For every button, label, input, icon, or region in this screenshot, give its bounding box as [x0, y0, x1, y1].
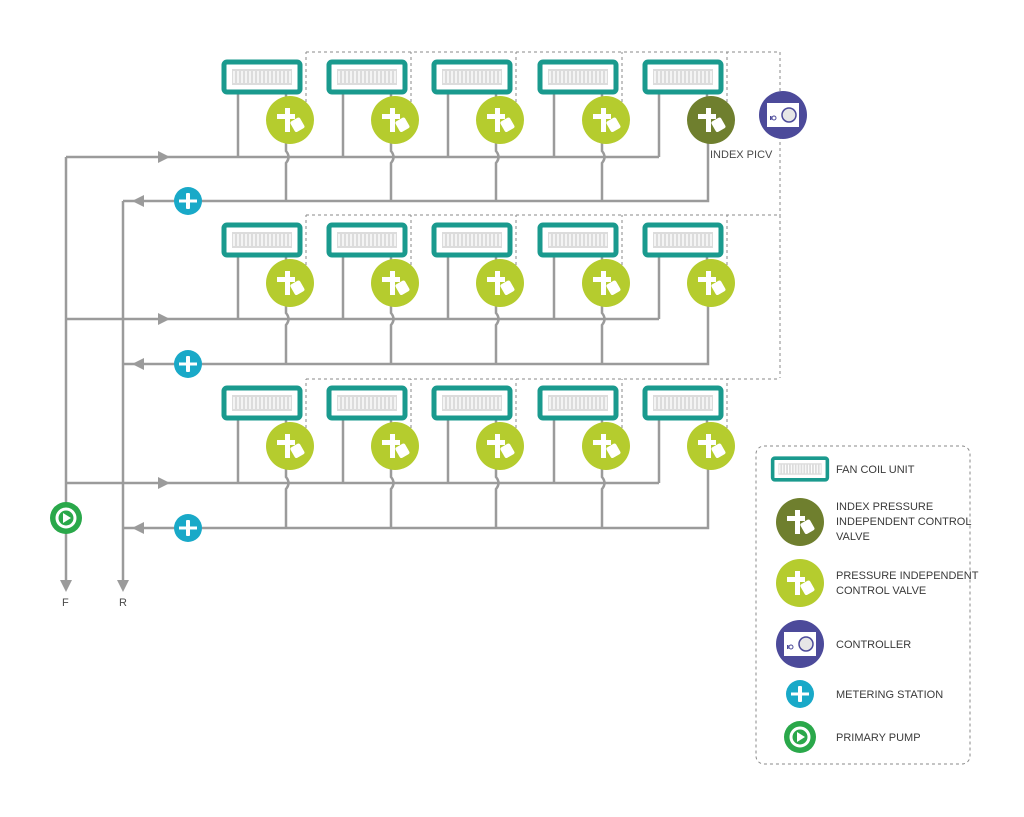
floor-3-unit-2-fan-coil-unit-icon — [329, 388, 405, 418]
floor-2-unit-1-valve-return — [284, 303, 290, 364]
floor-1-unit-3-fan-coil-unit-icon — [434, 62, 510, 92]
legend-primary-pump-label: PRIMARY PUMP — [836, 732, 921, 744]
floor-3-unit-5-picv-icon — [687, 422, 735, 470]
floor-1-unit-5-fan-coil-unit-icon — [645, 62, 721, 92]
floor-1-unit-2-picv-icon — [371, 96, 419, 144]
flow-riser-arrow — [60, 580, 72, 592]
floor-2-unit-3-valve-return — [494, 303, 500, 364]
floor-2-metering-station-icon — [174, 350, 202, 378]
controller-icon — [758, 90, 808, 140]
floor-3-unit-1-picv-icon — [266, 422, 314, 470]
legend-picv: PRESSURE INDEPENDENT CONTROL VALVE — [776, 559, 979, 607]
floor-2-unit-5-fan-coil-unit-icon — [645, 225, 721, 255]
floor-3-metering-station-icon — [174, 514, 202, 542]
floor-2-unit-3-picv-icon — [476, 259, 524, 307]
legend-metering-station: METERING STATION — [786, 680, 943, 708]
floor-3-supply-arrow — [158, 477, 170, 489]
floor-3-return-arrow — [132, 522, 144, 534]
floor-1-unit-4-fan-coil-unit-icon — [540, 62, 616, 92]
floor-3-unit-3-picv-icon — [476, 422, 524, 470]
floor-3-unit-1-fan-coil-unit-icon — [224, 388, 300, 418]
floor-1-unit-1-fan-coil-unit-icon — [224, 62, 300, 92]
floor-3-unit-3-valve-return — [494, 466, 500, 528]
floor-3-unit-4-valve-return — [600, 466, 606, 528]
legend-index-picv: INDEX PRESSURE INDEPENDENT CONTROL VALVE — [776, 498, 971, 546]
floor-3-unit-4-picv-icon — [582, 422, 630, 470]
floor-2-unit-4-valve-return — [600, 303, 606, 364]
legend-fan-coil-unit-label: FAN COIL UNIT — [836, 464, 915, 476]
legend-index-picv-line2: INDEPENDENT CONTROL — [836, 516, 971, 528]
legend-index-picv-line3: VALVE — [836, 531, 870, 543]
floor-1-unit-4-valve-return — [600, 140, 606, 201]
legend-metering-station-label: METERING STATION — [836, 689, 943, 701]
floor-1-metering-station-icon — [174, 187, 202, 215]
floor-1-supply-arrow — [158, 151, 170, 163]
floor-1-return-header — [123, 120, 710, 203]
floor-1-signal-bus — [306, 51, 781, 215]
floor-1-unit-4-picv-icon — [582, 96, 630, 144]
floor-2-unit-4-fan-coil-unit-icon — [540, 225, 616, 255]
legend-fan-coil-unit: FAN COIL UNIT — [770, 456, 915, 482]
legend-controller-label: CONTROLLER — [836, 639, 911, 651]
legend-primary-pump: PRIMARY PUMP — [782, 719, 921, 755]
flow-arrows — [60, 151, 170, 592]
floor-2-return-arrow — [132, 358, 144, 370]
legend: FAN COIL UNIT INDEX PRESSURE INDEPENDENT… — [755, 445, 979, 765]
legend-index-picv-line1: INDEX PRESSURE — [836, 501, 933, 513]
legend-picv-line2: CONTROL VALVE — [836, 585, 926, 597]
index-picv-label: INDEX PICV — [710, 149, 773, 161]
metering-station-icon — [786, 680, 814, 708]
floor-2-unit-3-fan-coil-unit-icon — [434, 225, 510, 255]
floor-2-unit-4-picv-icon — [582, 259, 630, 307]
floor-1-unit-2-valve-return — [389, 140, 395, 201]
index-picv-icon — [776, 498, 824, 546]
floor-2-signal-bus — [306, 214, 781, 378]
floor-3-unit-2-picv-icon — [371, 422, 419, 470]
controller-icon — [775, 619, 825, 669]
pipework — [64, 92, 710, 580]
floor-1-unit-3-valve-return — [494, 140, 500, 201]
floor-2-unit-5-picv-icon — [687, 259, 735, 307]
return-riser-arrow — [117, 580, 129, 592]
legend-picv-line1: PRESSURE INDEPENDENT — [836, 570, 979, 582]
floor-2-supply-arrow — [158, 313, 170, 325]
floor-2-unit-2-fan-coil-unit-icon — [329, 225, 405, 255]
floor-3-unit-1-valve-return — [284, 466, 290, 528]
components — [48, 62, 808, 542]
floor-3-return-header — [123, 446, 710, 530]
floor-2-unit-1-picv-icon — [266, 259, 314, 307]
fan-coil-unit-icon — [770, 456, 830, 482]
floor-2-unit-2-valve-return — [389, 303, 395, 364]
floor-3-unit-3-fan-coil-unit-icon — [434, 388, 510, 418]
picv-icon — [776, 559, 824, 607]
return-label: R — [119, 597, 127, 609]
floor-2-return-header — [123, 283, 710, 366]
floor-2-unit-1-fan-coil-unit-icon — [224, 225, 300, 255]
primary-pump-icon — [48, 500, 84, 536]
floor-3-unit-2-valve-return — [389, 466, 395, 528]
floor-3-unit-5-fan-coil-unit-icon — [645, 388, 721, 418]
floor-3-unit-4-fan-coil-unit-icon — [540, 388, 616, 418]
floor-1-unit-2-fan-coil-unit-icon — [329, 62, 405, 92]
floor-1-unit-1-picv-icon — [266, 96, 314, 144]
floor-1-unit-1-valve-return — [284, 140, 290, 201]
legend-controller: CONTROLLER — [775, 619, 911, 669]
floor-1-unit-5-index-picv-icon — [687, 96, 735, 144]
primary-pump-icon — [782, 719, 818, 755]
legend-frame — [755, 445, 971, 765]
floor-1-unit-3-picv-icon — [476, 96, 524, 144]
floor-2-unit-2-picv-icon — [371, 259, 419, 307]
flow-label: F — [62, 597, 69, 609]
floor-1-return-arrow — [132, 195, 144, 207]
